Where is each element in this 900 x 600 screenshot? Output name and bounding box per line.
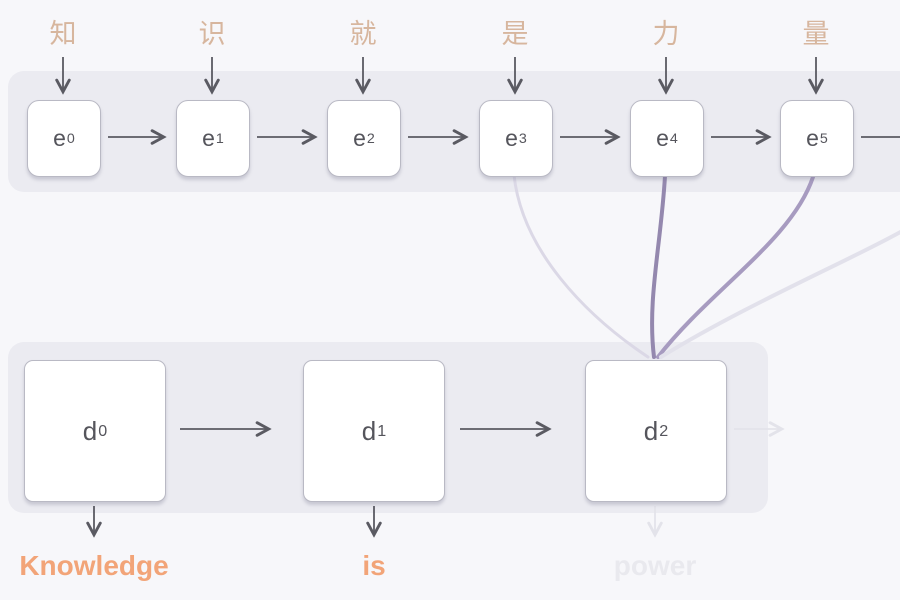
- source-token-4: 力: [652, 19, 680, 49]
- output-token-1: is: [362, 550, 386, 581]
- source-token-5: 量: [802, 19, 830, 49]
- node-label: d: [82, 415, 98, 446]
- node-sub: 1: [377, 421, 387, 440]
- source-token-3: 是: [501, 19, 529, 49]
- node-sub: 0: [66, 130, 75, 147]
- node-label: d: [643, 415, 659, 446]
- node-sub: 0: [98, 421, 108, 440]
- node-label: e: [202, 125, 215, 151]
- node-sub: 2: [659, 421, 669, 440]
- node-sub: 5: [819, 130, 828, 147]
- attention-curve-e5-d2: [656, 175, 815, 359]
- output-token-0: Knowledge: [19, 550, 169, 581]
- source-token-0: 知: [49, 19, 77, 49]
- attention-curve-e3-d2: [512, 173, 650, 359]
- output-token-2: power: [613, 550, 697, 581]
- attention-curve-offscreen-d2: [659, 229, 900, 359]
- node-label: d: [361, 415, 377, 446]
- node-sub: 2: [366, 130, 375, 147]
- attention-curve-e4-d2: [650, 174, 667, 359]
- node-label: e: [53, 125, 66, 151]
- node-label: e: [656, 125, 669, 151]
- node-sub: 4: [669, 130, 678, 147]
- source-token-1: 识: [198, 19, 226, 49]
- source-token-2: 就: [349, 19, 377, 49]
- node-label: e: [806, 125, 819, 151]
- node-label: e: [353, 125, 366, 151]
- node-sub: 3: [518, 130, 527, 147]
- node-label: e: [505, 125, 518, 151]
- node-sub: 1: [215, 130, 224, 147]
